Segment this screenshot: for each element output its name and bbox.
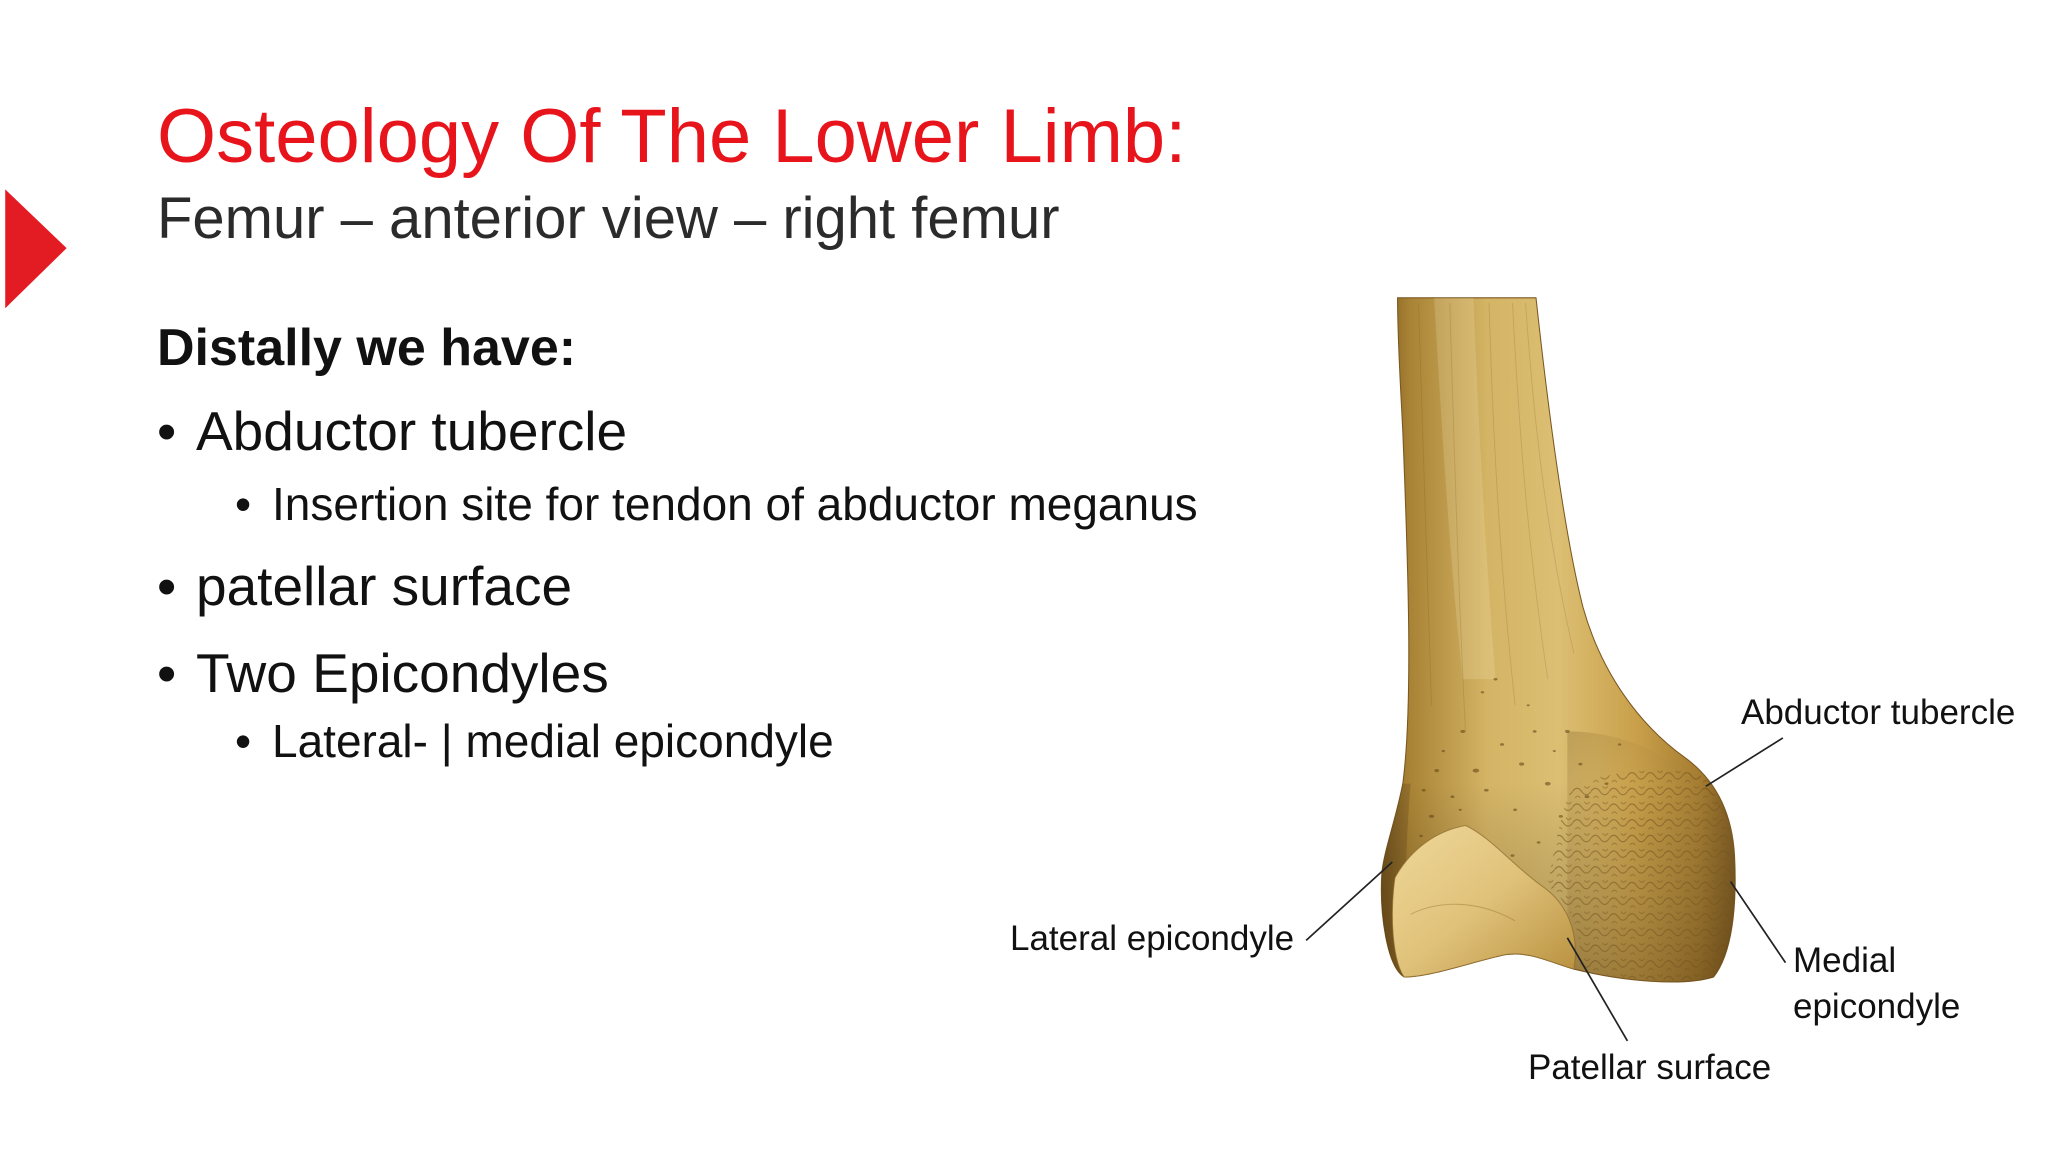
bone-speckle [1434,769,1440,773]
bone-speckle [1558,815,1563,818]
bone-speckle [1472,768,1480,773]
bullet-marker: • [157,642,177,704]
shaft-striations [1417,302,1575,732]
bullet-two-epicondyles: Two Epicondyles [196,642,609,704]
bone-speckle [1536,841,1541,844]
bone-speckle [1604,782,1609,785]
bone-speckle [1578,762,1583,766]
bone-speckle [1428,814,1435,818]
bone-speckle [1480,691,1485,694]
bone-speckle [1526,704,1530,707]
bone-speckle [1450,795,1455,799]
bone-speckle [1552,749,1556,753]
label-medial-epicondyle-line1: Medial [1793,941,1897,980]
bullet-abductor-tubercle: Abductor tubercle [196,400,628,462]
bone-texture-speckles [1419,677,1622,857]
sub-bullet-marker: • [235,478,252,530]
bone-speckle [1584,795,1590,799]
bullet-marker: • [157,555,177,617]
red-triangle-icon [5,189,67,309]
bone-speckle [1519,762,1525,766]
shaft-highlight [1434,297,1496,680]
label-medial-epicondyle-line2: epicondyle [1793,987,1961,1026]
slide-title: Osteology Of The Lower Limb: [157,94,1187,179]
bone-speckle [1499,743,1505,746]
label-patellar-surface: Patellar surface [1528,1048,1772,1087]
bullet-marker: • [157,400,177,462]
femur-illustration [1380,297,1736,983]
sub-bullet-insertion-site: Insertion site for tendon of abductor me… [272,478,1198,530]
bone-speckle [1419,834,1423,838]
label-abductor-tubercle: Abductor tubercle [1741,693,2016,732]
leader-line-lateral-epicondyle [1305,861,1393,942]
patellar-groove [1410,903,1516,922]
slide-subtitle: Femur – anterior view – right femur [157,186,1060,251]
bone-speckle [1493,677,1498,681]
medial-condyle-shade [1567,731,1736,982]
bone-speckle [1458,808,1462,811]
leader-lines [1305,737,1787,1042]
bone-speckle [1564,729,1570,733]
bullet-patellar-surface: patellar surface [196,555,573,617]
bone-speckle [1421,788,1426,792]
leader-line-medial-epicondyle [1729,881,1787,964]
bone-speckle [1532,730,1537,733]
bone-speckle [1544,781,1551,786]
bone-speckle [1617,743,1622,746]
bone-speckle [1484,788,1489,792]
bone-speckle [1510,854,1515,857]
bone-speckle [1513,808,1518,812]
leader-line-patellar-surface [1566,937,1629,1042]
label-lateral-epicondyle: Lateral epicondyle [1010,919,1295,958]
sub-bullet-epicondyles: Lateral- | medial epicondyle [272,715,834,767]
bone-speckle [1460,729,1466,733]
bone-speckle [1441,749,1445,753]
patellar-surface-area [1391,824,1576,978]
leader-line-abductor-tubercle [1705,737,1784,788]
content-heading: Distally we have: [157,319,577,377]
sub-bullet-marker: • [235,715,252,767]
